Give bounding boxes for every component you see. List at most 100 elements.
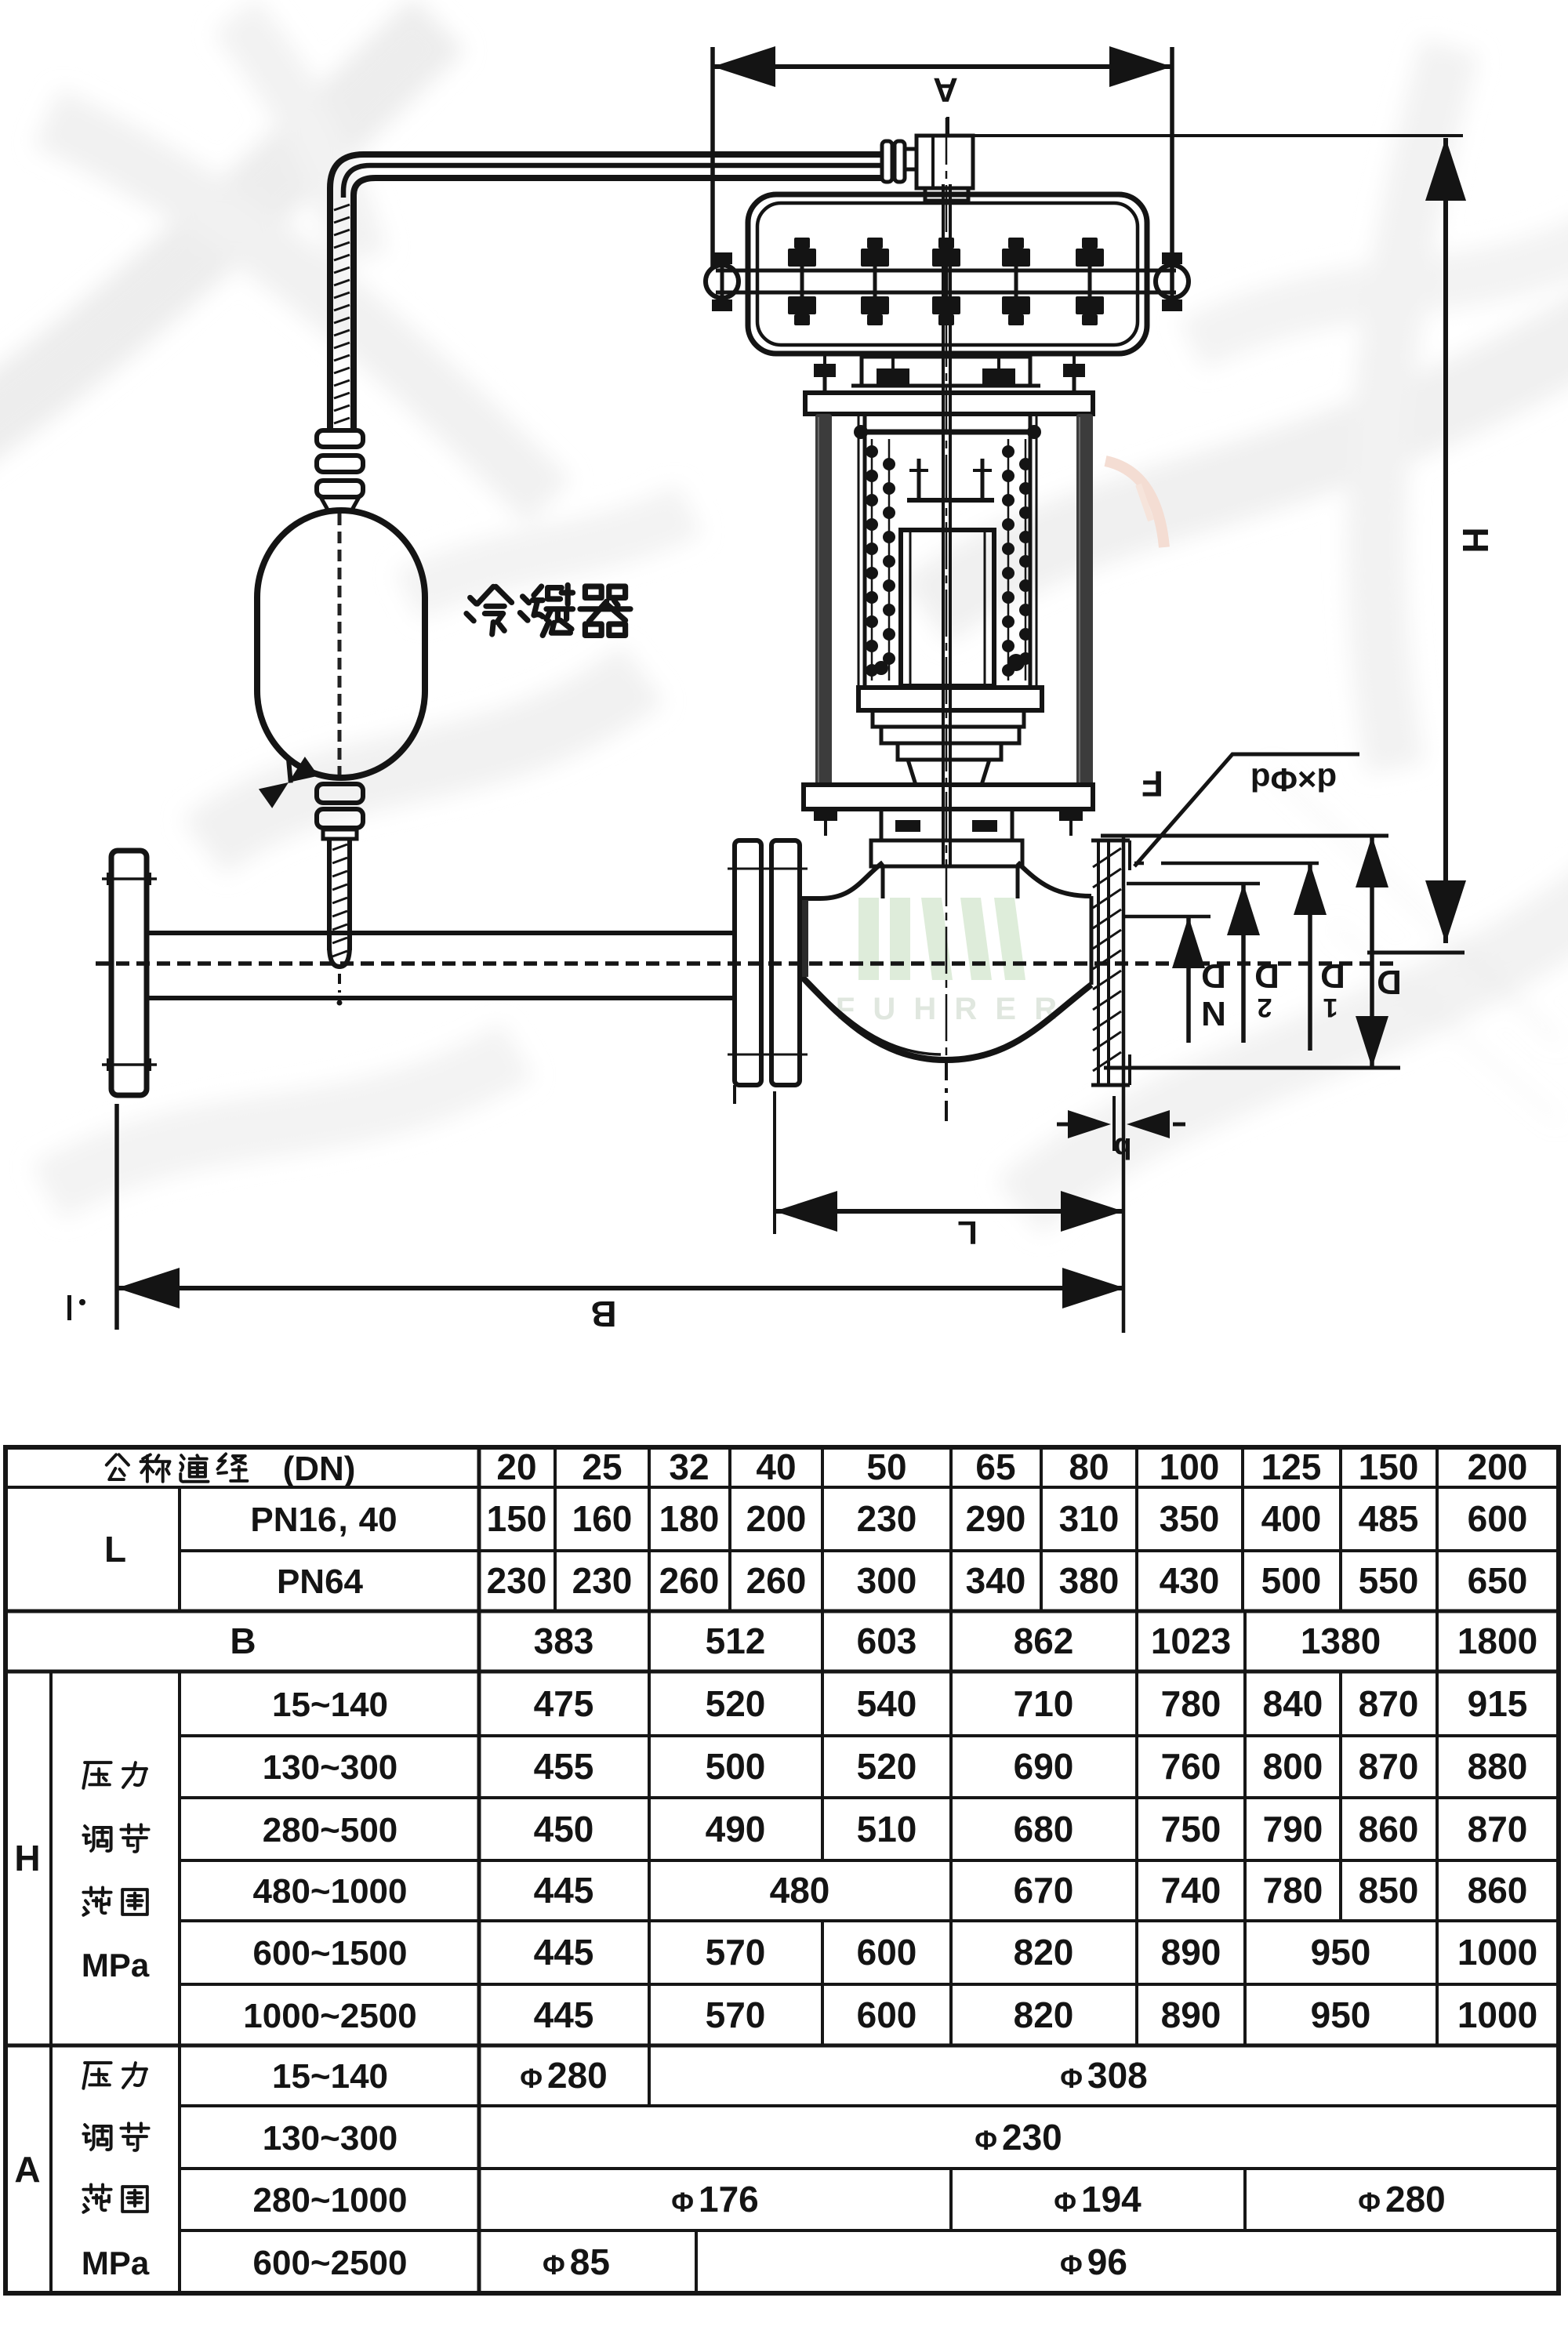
svg-text:445: 445: [534, 1932, 594, 1973]
svg-text:150: 150: [1359, 1446, 1419, 1487]
svg-text:790: 790: [1263, 1809, 1323, 1849]
svg-text:A: A: [14, 2149, 40, 2190]
svg-text:870: 870: [1359, 1683, 1419, 1724]
svg-text:430: 430: [1160, 1560, 1220, 1601]
svg-text:800: 800: [1263, 1746, 1323, 1787]
svg-text:600: 600: [857, 1994, 917, 2035]
svg-text:600: 600: [1468, 1498, 1528, 1539]
svg-text:475: 475: [534, 1683, 594, 1724]
svg-text:870: 870: [1468, 1809, 1528, 1849]
svg-text:710: 710: [1014, 1683, 1074, 1724]
svg-text:160: 160: [572, 1498, 633, 1539]
svg-text:690: 690: [1014, 1746, 1074, 1787]
svg-text:870: 870: [1359, 1746, 1419, 1787]
svg-text:950: 950: [1311, 1932, 1371, 1973]
svg-text:340: 340: [966, 1560, 1026, 1601]
svg-text:740: 740: [1161, 1870, 1221, 1911]
svg-text:PN64: PN64: [277, 1563, 364, 1601]
svg-text:500: 500: [706, 1746, 766, 1787]
svg-text:15~140: 15~140: [272, 1686, 388, 1724]
svg-text:280~500: 280~500: [263, 1811, 398, 1849]
svg-text:H: H: [1455, 527, 1496, 553]
svg-text:230: 230: [572, 1560, 633, 1601]
svg-text:1000: 1000: [1457, 1932, 1537, 1973]
svg-text:520: 520: [857, 1746, 917, 1787]
svg-text:15~140: 15~140: [272, 2057, 388, 2096]
svg-text:1000: 1000: [1457, 1994, 1537, 2035]
svg-text:680: 680: [1014, 1809, 1074, 1849]
svg-text:485: 485: [1359, 1498, 1419, 1539]
svg-text:1023: 1023: [1151, 1621, 1231, 1661]
svg-text:455: 455: [534, 1746, 594, 1787]
svg-text:820: 820: [1014, 1994, 1074, 2035]
svg-text:D: D: [1377, 963, 1402, 1001]
svg-text:380: 380: [1059, 1560, 1120, 1601]
svg-text:600~2500: 600~2500: [253, 2244, 408, 2282]
svg-text:840: 840: [1263, 1683, 1323, 1724]
svg-text:N: N: [1201, 994, 1226, 1033]
svg-text:510: 510: [857, 1809, 917, 1849]
svg-text:500: 500: [1261, 1560, 1322, 1601]
svg-text:40: 40: [756, 1446, 796, 1487]
svg-text:180: 180: [659, 1498, 720, 1539]
svg-text:d×Φd: d×Φd: [1250, 761, 1337, 798]
svg-text:550: 550: [1359, 1560, 1419, 1601]
svg-text:H: H: [14, 1838, 40, 1878]
svg-text:25: 25: [582, 1446, 622, 1487]
svg-text:400: 400: [1261, 1498, 1322, 1539]
svg-text:383: 383: [534, 1621, 594, 1661]
svg-text:D: D: [1254, 956, 1279, 995]
svg-text:860: 860: [1468, 1870, 1528, 1911]
svg-text:445: 445: [534, 1870, 594, 1911]
svg-text:570: 570: [706, 1932, 766, 1973]
svg-text:PN16,40: PN16,40: [250, 1501, 397, 1539]
svg-text:890: 890: [1161, 1932, 1221, 1973]
svg-text:520: 520: [706, 1683, 766, 1724]
svg-text:490: 490: [706, 1809, 766, 1849]
svg-text:480~1000: 480~1000: [253, 1872, 408, 1911]
svg-text:750: 750: [1161, 1809, 1221, 1849]
svg-text:310: 310: [1059, 1498, 1120, 1539]
svg-text:880: 880: [1468, 1746, 1528, 1787]
svg-text:862: 862: [1014, 1621, 1074, 1661]
svg-text:600~1500: 600~1500: [253, 1934, 408, 1973]
svg-text:950: 950: [1311, 1994, 1371, 2035]
svg-text:65: 65: [975, 1446, 1015, 1487]
svg-text:Φ96: Φ96: [1060, 2241, 1127, 2282]
svg-text:260: 260: [659, 1560, 720, 1601]
svg-text:D: D: [1201, 956, 1226, 995]
svg-text:A: A: [933, 71, 958, 109]
svg-text:200: 200: [746, 1498, 807, 1539]
svg-text:570: 570: [706, 1994, 766, 2035]
svg-text:890: 890: [1161, 1994, 1221, 2035]
svg-text:1800: 1800: [1457, 1621, 1537, 1661]
svg-text:b: b: [1113, 1131, 1131, 1164]
svg-text:300: 300: [857, 1560, 917, 1601]
svg-text:32: 32: [669, 1446, 709, 1487]
svg-text:B: B: [590, 1294, 616, 1334]
svg-text:820: 820: [1014, 1932, 1074, 1973]
svg-text:130~300: 130~300: [263, 2119, 398, 2158]
svg-text:L: L: [957, 1214, 978, 1251]
svg-text:850: 850: [1359, 1870, 1419, 1911]
svg-text:480: 480: [770, 1870, 830, 1911]
svg-text:230: 230: [857, 1498, 917, 1539]
svg-text:50: 50: [866, 1446, 906, 1487]
svg-text:F: F: [1142, 764, 1163, 804]
svg-text:280~1000: 280~1000: [253, 2181, 408, 2220]
svg-text:200: 200: [1468, 1446, 1528, 1487]
svg-text:1000~2500: 1000~2500: [243, 1997, 416, 2035]
svg-text:MPa: MPa: [82, 2245, 150, 2281]
svg-text:100: 100: [1160, 1446, 1220, 1487]
svg-text:290: 290: [966, 1498, 1026, 1539]
svg-text:1: 1: [1323, 993, 1338, 1022]
svg-text:(DN): (DN): [283, 1450, 356, 1488]
svg-text:512: 512: [706, 1621, 766, 1661]
svg-text:260: 260: [746, 1560, 807, 1601]
svg-text:150: 150: [487, 1498, 547, 1539]
svg-text:445: 445: [534, 1994, 594, 2035]
svg-text:350: 350: [1160, 1498, 1220, 1539]
